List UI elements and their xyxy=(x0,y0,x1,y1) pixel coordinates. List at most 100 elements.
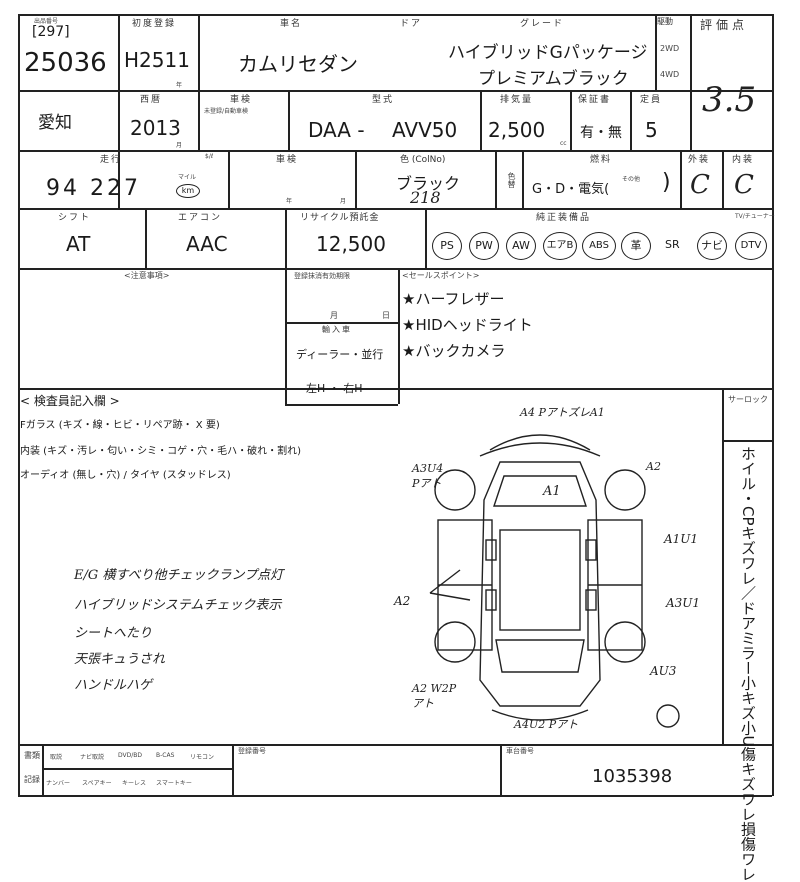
mileage-label: 走行 xyxy=(100,155,123,165)
mark-right-mid: A1U1 xyxy=(664,532,699,546)
hand-note-3: シートへたり xyxy=(74,626,153,641)
fuel-other: その他 xyxy=(622,176,641,183)
mark-bottom: A4U2 Pアト xyxy=(514,718,579,731)
interior: C xyxy=(734,170,754,200)
warranty: 有・無 xyxy=(580,125,622,141)
color-no: 218 xyxy=(410,188,441,207)
footer-bcas: B-CAS xyxy=(156,752,175,759)
equip-pw: PW xyxy=(469,232,499,260)
inspection2-label: 車検 xyxy=(276,155,299,165)
inspection2-year-unit: 年 xyxy=(286,198,293,205)
door-label: ドア xyxy=(400,19,423,29)
model-prefix: DAA - xyxy=(308,118,365,142)
hand-note-5: ハンドルハゲ xyxy=(74,678,153,693)
car-name: カムリセダン xyxy=(238,52,358,76)
inspection-label: 車検 xyxy=(230,95,253,105)
footer-smart-key: スマートキー xyxy=(156,780,192,787)
footer-dvd: DVD/BD xyxy=(118,752,142,759)
mark-right-rear: A3U1 xyxy=(666,596,701,610)
grade-line2: プレミアムブラック xyxy=(478,69,629,89)
mark-rear-right: AU3 xyxy=(650,664,677,678)
mileage: 94 227 xyxy=(46,176,141,201)
mark-left-mid: A2 xyxy=(394,594,411,608)
footer-manual: 取説 xyxy=(50,754,63,761)
inspector-audio: オーディオ (無し・穴) / タイヤ (スタッドレス) xyxy=(20,470,231,481)
sales-point-2: ★HIDヘッドライト xyxy=(402,316,533,334)
lot-label: 出品番号 xyxy=(34,18,59,25)
interior-label: 内装 xyxy=(732,155,755,165)
exterior-label: 外装 xyxy=(688,155,711,165)
inspection-note: 未登録/自動車検 xyxy=(204,108,249,115)
displacement-label: 排気量 xyxy=(500,95,534,105)
mark-rear-left: A2 W2Pアト xyxy=(412,682,457,710)
recycle-label: リサイクル預託金 xyxy=(300,213,380,223)
footer-side-label: 書類 xyxy=(24,751,40,760)
year-label: 西暦 xyxy=(140,95,163,105)
mark-front-top: A4 PアトズレA1 xyxy=(520,406,605,419)
footer-navi-manual: ナビ取説 xyxy=(80,754,105,761)
color: ブラック xyxy=(396,174,461,193)
first-reg-year-unit: 年 xyxy=(176,82,183,89)
mark-left-front: A3U4 Pアト xyxy=(412,462,444,490)
mileage-unit: km xyxy=(176,184,200,198)
year: 2013 xyxy=(130,116,181,140)
drive-4wd: 4WD xyxy=(660,70,680,79)
lot-bracket: [297] xyxy=(32,24,70,40)
equip-navi: ナビ xyxy=(697,232,727,260)
displacement: 2,500 xyxy=(488,118,546,142)
displacement-unit: cc xyxy=(560,140,567,147)
hand-note-4: 天張キュうされ xyxy=(74,652,166,667)
grade-label: グレード xyxy=(520,19,565,29)
equip-abs: ABS xyxy=(582,232,616,260)
model-label: 型式 xyxy=(372,95,395,105)
equip-leather: 革 xyxy=(621,232,651,260)
footer-keyless: キーレス xyxy=(122,780,147,787)
hand-note-2: ハイブリッドシステムチェック表示 xyxy=(74,598,282,613)
wheel-notes: ホイル・CPキズワレ／ドアミラー小キズ小U傷キズワレ損傷ワレ xyxy=(739,446,757,882)
caution-label: <注意事項> xyxy=(124,271,170,280)
mark-right-front: A2 xyxy=(646,460,661,473)
delivery-day-unit: 日 xyxy=(382,311,390,320)
footer-vin-label: 車台番号 xyxy=(506,747,534,755)
equip-sunroof: SR xyxy=(665,238,680,251)
delivery-label: 登録抹消有効期限 xyxy=(294,272,350,280)
warranty-label: 保証書 xyxy=(578,95,612,105)
footer-side-label-2: 記録 xyxy=(24,775,40,784)
color-change-label: 色替 xyxy=(507,172,516,188)
car-diagram xyxy=(429,434,680,728)
capacity: 5 xyxy=(645,118,658,142)
fuel: G・D・電気( xyxy=(532,182,610,197)
hand-note-1: E/G 横すべり他チェックランプ点灯 xyxy=(74,568,284,583)
equip-ps: PS xyxy=(432,232,462,260)
footer-remote: リモコン xyxy=(190,754,215,761)
mark-roof: A1 xyxy=(543,484,561,499)
equip-airbag: エアB xyxy=(543,232,577,260)
shift-label: シフト xyxy=(58,213,92,223)
exterior: C xyxy=(690,170,710,200)
score: 3.5 xyxy=(702,80,757,120)
grade-line1: ハイブリッドGパッケージ xyxy=(448,43,648,63)
fuel-close-paren: ) xyxy=(662,170,671,195)
inspector-title: < 検査員記入欄 > xyxy=(20,394,120,408)
footer-reg-label: 登録番号 xyxy=(238,747,266,755)
aircon-label: エアコン xyxy=(178,213,223,223)
sales-label: <セールスポイント> xyxy=(402,271,480,280)
fuel-label: 燃料 xyxy=(590,155,613,165)
inspector-glass: Fガラス (キズ・線・ヒビ・リペア跡・ X 要) xyxy=(20,420,220,431)
model: AVV50 xyxy=(392,118,458,142)
delivery-month-unit: 月 xyxy=(330,311,338,320)
aircon: AAC xyxy=(186,232,228,256)
first-reg: H2511 xyxy=(124,48,190,72)
first-reg-label: 初度登録 xyxy=(132,19,177,29)
import-label: 輸入車 xyxy=(322,325,352,334)
sales-point-3: ★バックカメラ xyxy=(402,342,506,360)
lot-number: 25036 xyxy=(24,48,107,78)
shift: AT xyxy=(66,232,91,256)
drive-2wd: 2WD xyxy=(660,44,680,53)
footer-spare-key: スペアキー xyxy=(82,780,112,787)
equip-label: 純正装備品 xyxy=(536,213,592,223)
score-label: 評価点 xyxy=(700,18,749,32)
mileage-unit-mile: マイル xyxy=(178,174,197,181)
footer-vin: 1035398 xyxy=(592,766,673,787)
car-name-label: 車名 xyxy=(280,19,303,29)
